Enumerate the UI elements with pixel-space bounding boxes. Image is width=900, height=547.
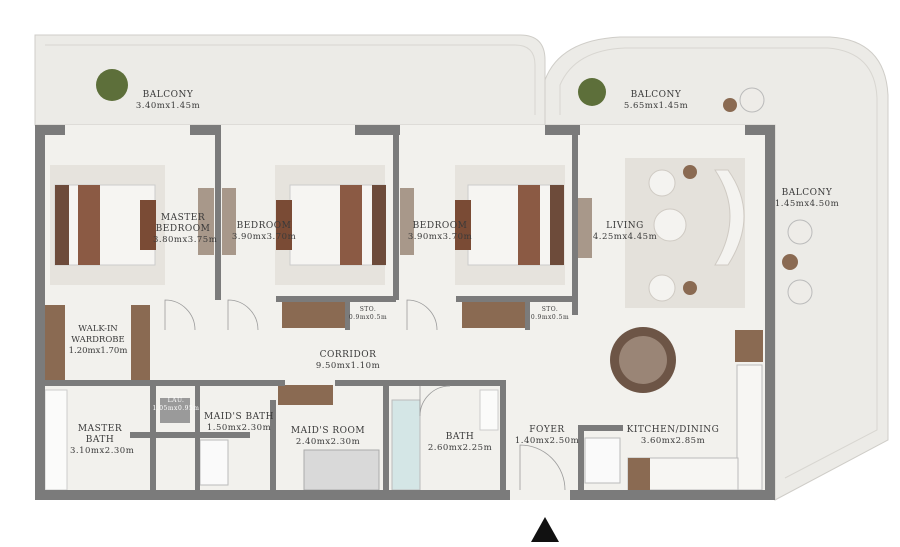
room-name: FOYER bbox=[529, 425, 565, 435]
room-name: MASTER BATH bbox=[77, 424, 123, 445]
room-dimensions: 2.60mx2.25m bbox=[427, 443, 493, 453]
room-dimensions: 2.40mx2.30m bbox=[295, 437, 361, 447]
room-dimensions: 1.45mx4.50m bbox=[774, 199, 840, 209]
room-name: BEDROOM bbox=[412, 221, 468, 231]
cabinet bbox=[735, 330, 763, 362]
label-storage-1: STO.0.9mx0.5m bbox=[349, 306, 387, 322]
room-name: BEDROOM bbox=[236, 221, 292, 231]
bathtub bbox=[391, 399, 421, 491]
room-name: LAU. bbox=[167, 397, 185, 404]
balcony-chair bbox=[739, 87, 765, 113]
wardrobe bbox=[400, 188, 414, 255]
plant-left bbox=[96, 69, 128, 101]
room-name: BALCONY bbox=[781, 188, 833, 198]
wardrobe bbox=[198, 188, 214, 255]
shower bbox=[584, 437, 621, 484]
room-dimensions: 0.9mx0.5m bbox=[348, 314, 388, 321]
balcony-right-area bbox=[544, 36, 889, 501]
room-name: KITCHEN/DINING bbox=[626, 425, 720, 435]
room-name: LIVING bbox=[606, 221, 644, 231]
room-dimensions: 1.05mx0.95m bbox=[152, 405, 200, 412]
room-name: BATH bbox=[445, 432, 475, 442]
room-dimensions: 3.90mx3.70m bbox=[407, 232, 473, 242]
wardrobe bbox=[462, 300, 527, 328]
walls bbox=[35, 125, 775, 500]
bed-2 bbox=[455, 184, 564, 266]
room-name: WALK-IN WARDROBE bbox=[71, 324, 125, 345]
room-name: MASTER BEDROOM bbox=[155, 213, 211, 234]
bed-1 bbox=[276, 184, 386, 266]
kitchen-counter bbox=[736, 364, 763, 491]
side-table bbox=[683, 281, 697, 295]
room-dimensions: 1.50mx2.30m bbox=[206, 423, 272, 433]
room-name: STO. bbox=[359, 306, 377, 313]
label-laundry: LAU.1.05mx0.95m bbox=[153, 397, 200, 413]
dining-table bbox=[610, 327, 676, 393]
wardrobe bbox=[578, 198, 592, 258]
room-dimensions: 1.20mx1.70m bbox=[68, 346, 128, 356]
room-dimensions: 0.9mx0.5m bbox=[530, 314, 570, 321]
plant-right bbox=[578, 78, 606, 106]
bed-master bbox=[54, 184, 156, 266]
armchair bbox=[648, 274, 676, 302]
room-dimensions: 9.50mx1.10m bbox=[315, 361, 381, 371]
sofa bbox=[714, 169, 745, 266]
room-name: STO. bbox=[541, 306, 559, 313]
wardrobe bbox=[282, 300, 347, 328]
wardrobe bbox=[222, 188, 236, 255]
laundry-machine bbox=[160, 398, 190, 423]
room-name: CORRIDOR bbox=[319, 350, 377, 360]
vanity bbox=[44, 389, 68, 491]
vanity bbox=[479, 389, 499, 431]
balcony-left-rail bbox=[45, 44, 536, 115]
north-arrow-icon bbox=[531, 517, 559, 542]
room-dimensions: 1.40mx2.50m bbox=[514, 436, 580, 446]
kitchen-cabinet bbox=[628, 458, 650, 490]
side-table bbox=[683, 165, 697, 179]
balcony-right-rail bbox=[559, 47, 878, 479]
room-name: MAID'S BATH bbox=[204, 412, 274, 422]
balcony-chair bbox=[787, 219, 813, 245]
room-dimensions: 5.65mx1.45m bbox=[623, 101, 689, 111]
room-dimensions: 3.80mx3.75m bbox=[153, 235, 218, 245]
room-dimensions: 4.25mx4.45m bbox=[592, 232, 658, 242]
balcony-table bbox=[723, 98, 737, 112]
coffee-table bbox=[653, 208, 687, 242]
armchair bbox=[648, 169, 676, 197]
room-dimensions: 3.10mx2.30m bbox=[70, 446, 135, 456]
maid-bed bbox=[303, 449, 380, 491]
room-name: BALCONY bbox=[630, 90, 682, 100]
room-name: MAID'S ROOM bbox=[290, 426, 366, 436]
cabinet bbox=[278, 385, 333, 405]
walk-in-wardrobe-left bbox=[45, 305, 65, 380]
balcony-chair bbox=[787, 279, 813, 305]
door-swings bbox=[164, 299, 566, 491]
shower bbox=[199, 439, 229, 486]
room-dimensions: 3.40mx1.45m bbox=[135, 101, 201, 111]
room-name: BALCONY bbox=[142, 90, 194, 100]
walk-in-wardrobe-right bbox=[131, 305, 150, 380]
room-dimensions: 3.60mx2.85m bbox=[640, 436, 706, 446]
label-storage-2: STO.0.9mx0.5m bbox=[531, 306, 569, 322]
room-dimensions: 3.90mx3.70m bbox=[231, 232, 297, 242]
balcony-table bbox=[782, 254, 798, 270]
